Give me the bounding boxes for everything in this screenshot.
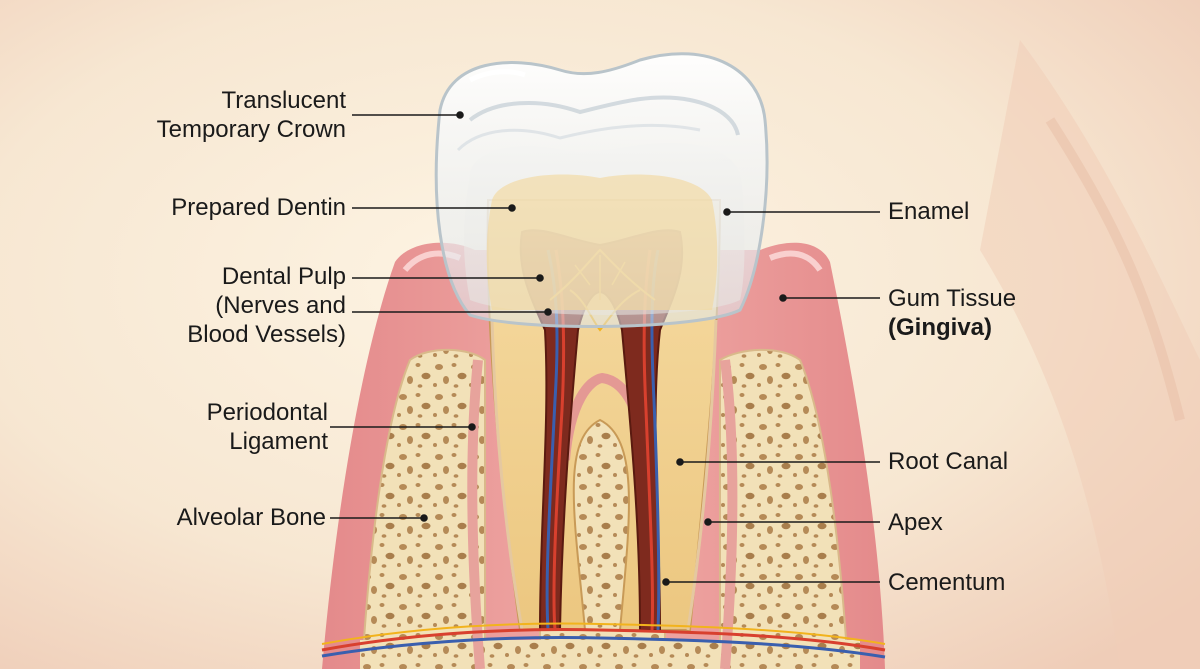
- label-line: Ligament: [229, 428, 328, 455]
- label-line: Periodontal: [206, 399, 328, 426]
- label-prepared-dentin: Prepared Dentin: [171, 193, 346, 222]
- label-alveolar-bone: Alveolar Bone: [177, 503, 326, 532]
- label-line: Apex: [888, 509, 943, 536]
- label-apex: Apex: [888, 508, 943, 537]
- label-root-canal: Root Canal: [888, 447, 1008, 476]
- label-translucent-temporary-crown: Translucent Temporary Crown: [157, 86, 346, 144]
- label-line: Blood Vessels): [187, 321, 346, 348]
- label-dental-pulp: Dental Pulp (Nerves and Blood Vessels): [187, 262, 346, 349]
- label-line: Prepared Dentin: [171, 194, 346, 221]
- label-periodontal-ligament: Periodontal Ligament: [207, 398, 328, 456]
- label-line: Enamel: [888, 198, 970, 225]
- label-gum-tissue: Gum Tissue (Gingiva): [888, 284, 1016, 342]
- label-line: Root Canal: [888, 448, 1009, 475]
- label-line: Temporary Crown: [156, 116, 346, 143]
- label-line: (Gingiva): [888, 314, 993, 341]
- label-line: Cementum: [888, 569, 1006, 596]
- label-line: Alveolar Bone: [176, 504, 326, 531]
- label-line: Dental Pulp: [221, 263, 346, 290]
- label-line: (Nerves and: [215, 292, 346, 319]
- label-line: Gum Tissue: [888, 285, 1017, 312]
- label-cementum: Cementum: [888, 568, 1005, 597]
- label-enamel: Enamel: [888, 197, 969, 226]
- label-line: Translucent: [221, 87, 347, 114]
